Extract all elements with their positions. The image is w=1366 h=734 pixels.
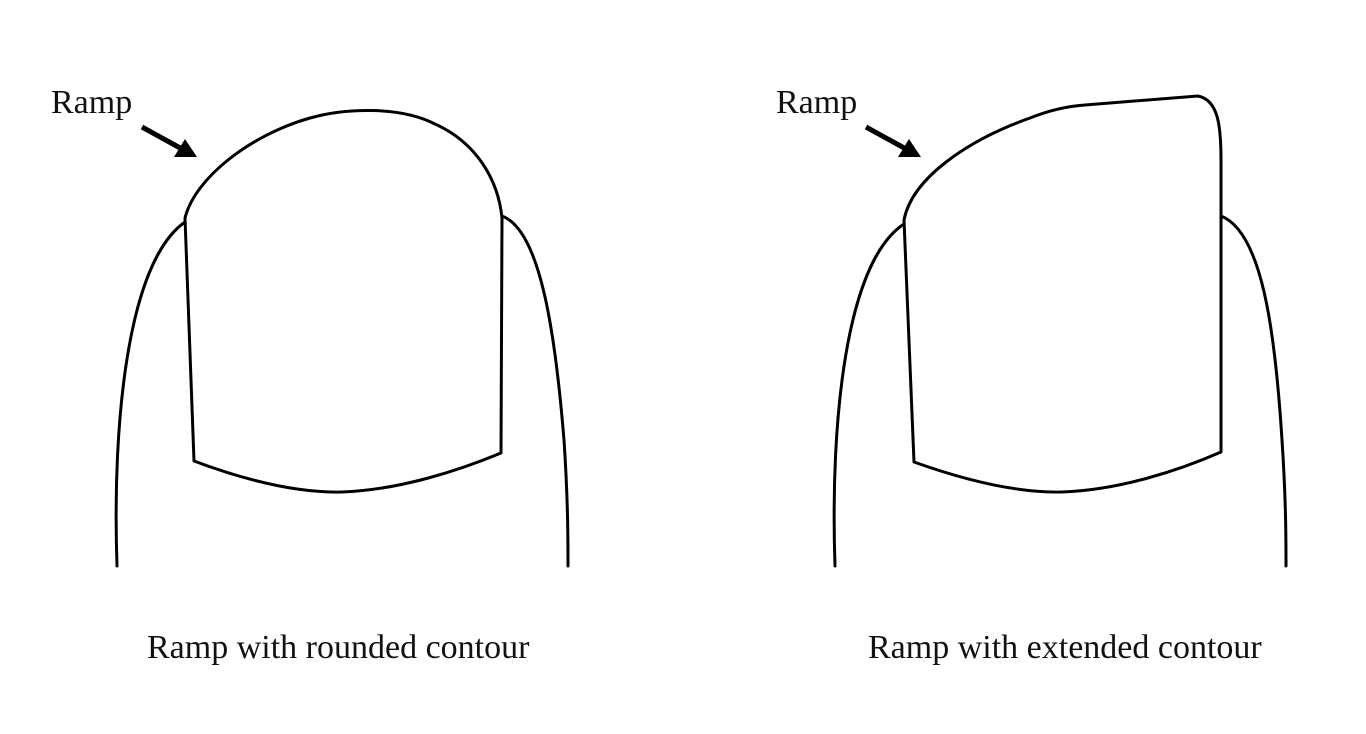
ramp-arrow-left (140, 124, 197, 157)
ramp-arrow-right (864, 124, 921, 157)
fingertip-outline-right (500, 214, 570, 568)
fingertip-outline-left (114, 220, 187, 568)
nail-plate-extended (902, 94, 1223, 494)
ramp-label: Ramp (51, 84, 133, 121)
nail-plate-rounded (183, 109, 504, 494)
caption-extended-contour: Ramp with extended contour (868, 629, 1262, 666)
caption-rounded-contour: Ramp with rounded contour (147, 629, 530, 666)
fingertip-outline-left-2 (832, 222, 906, 568)
rounded-contour-panel (114, 109, 570, 568)
fingertip-outline-right-2 (1219, 214, 1288, 568)
extended-contour-panel (832, 94, 1288, 568)
ramp-label: Ramp (776, 84, 858, 121)
